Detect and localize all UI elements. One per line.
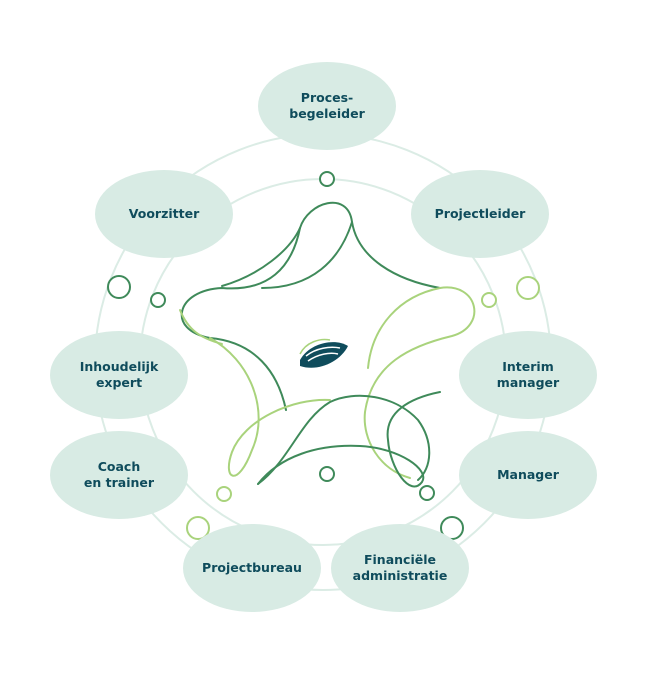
dot [481, 292, 497, 308]
dot [516, 276, 540, 300]
role-label: Manager [497, 467, 559, 482]
loop-top-inner [261, 221, 353, 289]
dot [319, 171, 335, 187]
role-node-projectbureau: Projectbureau [183, 524, 321, 612]
role-label: Projectleider [434, 206, 526, 221]
leaf-logo-icon [299, 338, 348, 368]
dot [216, 486, 232, 502]
dot [107, 275, 131, 299]
loop-top [221, 201, 441, 289]
loop-bottom-right [257, 391, 441, 488]
loop-right [363, 286, 476, 479]
role-node-manager: Manager [459, 431, 597, 519]
role-node-projectleider: Projectleider [411, 170, 549, 258]
role-node-procesbegeleider: Proces- begeleider [258, 62, 396, 150]
loop-left-light [209, 337, 331, 477]
role-label: Coach en trainer [83, 459, 155, 490]
dot [319, 466, 335, 482]
role-node-inhoudelijk-expert: Inhoudelijk expert [50, 331, 188, 419]
role-label: Financiële administratie [352, 552, 448, 583]
loop-right-inner [367, 287, 441, 369]
dot [419, 485, 435, 501]
role-node-coach-en-trainer: Coach en trainer [50, 431, 188, 519]
role-label: Voorzitter [128, 206, 200, 221]
role-label: Projectbureau [202, 560, 302, 575]
role-node-interim-manager: Interim manager [459, 331, 597, 419]
loop-left [180, 227, 301, 411]
role-label: Interim manager [496, 359, 560, 390]
loop-bottom [257, 394, 431, 485]
loop-left-light-inner [179, 309, 223, 345]
role-label: Proces- begeleider [289, 90, 365, 121]
role-node-financiele-administratie: Financiële administratie [331, 524, 469, 612]
star-loops [179, 201, 476, 488]
role-label: Inhoudelijk expert [79, 359, 159, 390]
role-node-voorzitter: Voorzitter [95, 170, 233, 258]
dot [150, 292, 166, 308]
decorative-dots [107, 171, 540, 540]
